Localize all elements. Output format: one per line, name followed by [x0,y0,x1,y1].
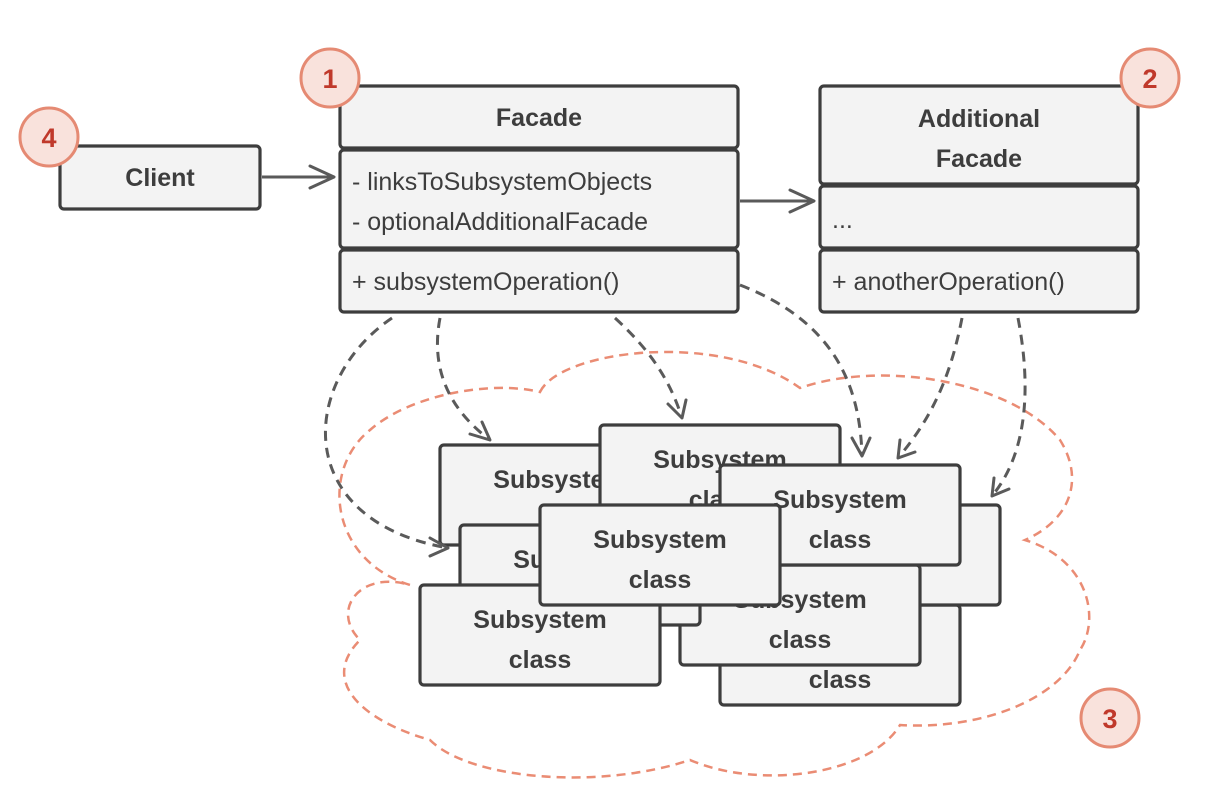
facade-methods-section [338,248,740,314]
dep-arrow-additional-2 [990,317,1027,497]
badge-1: 1 [299,47,361,109]
facade-to-additional-arrowhead [788,188,816,214]
dep-arrow-facade-1-head [428,536,450,558]
additional-facade-title-line-2: Facade [936,145,1022,173]
subsystem-class-9-label-1: Subsystem [593,526,726,554]
subsystem-class-7: Subsystem class [418,583,662,687]
additional-facade-methods-section [818,248,1140,314]
subsystem-class-8-label-1: Subsystem [773,486,906,514]
client-to-facade-arrowhead [308,164,336,190]
additional-facade-title-section [818,84,1140,186]
subsystem-cloud [338,350,1091,779]
dep-arrow-additional-1 [896,317,964,459]
additional-facade-field-1: ... [832,206,853,234]
badge-4-label: 4 [41,123,56,153]
badge-4: 4 [18,106,80,168]
subsystem-class-7-label-2: class [509,646,572,674]
facade-method-1: + subsystemOperation() [352,268,619,296]
dep-arrow-facade-4-head [850,436,872,458]
facade-title-section [338,84,740,150]
dep-arrow-facade-3 [613,316,684,419]
badge-1-label: 1 [322,64,337,94]
dep-arrow-facade-3-head [666,398,688,420]
dependency-arrows [324,283,1027,558]
dep-arrow-facade-1 [324,316,449,550]
badge-2: 2 [1119,47,1181,109]
additional-facade-class: Additional Facade ... + anotherOperation… [818,84,1140,314]
facade-field-2: - optionalAdditionalFacade [352,208,648,236]
additional-facade-fields-section [818,184,1140,250]
subsystem-class-9: Subsystem class [538,503,782,607]
badge-3: 3 [1079,687,1141,749]
additional-facade-method-1: + anotherOperation() [832,268,1065,296]
subsystem-class-3-label-2: class [769,626,832,654]
additional-facade-title-line-1: Additional [918,105,1040,133]
badge-3-label: 3 [1102,704,1117,734]
subsystem-class-8-label-2: class [809,526,872,554]
facade-title: Facade [496,104,582,132]
subsystem-class-1-label-2: class [809,666,872,694]
dep-arrow-facade-2 [435,317,491,442]
dep-arrow-facade-2-head [468,420,492,442]
dep-arrow-facade-4 [739,283,864,457]
dep-arrow-additional-2-head [990,476,1011,498]
subsystem-class-9-label-2: class [629,566,692,594]
dep-arrow-additional-1-head [896,438,917,460]
facade-class: Facade - linksToSubsystemObjects - optio… [338,84,740,314]
facade-fields-section [338,148,740,250]
subsystem-class-7-label-1: Subsystem [473,606,606,634]
client-class: Client [58,144,262,211]
badge-2-label: 2 [1142,64,1157,94]
facade-field-1: - linksToSubsystemObjects [352,168,652,196]
client-title: Client [125,164,195,192]
